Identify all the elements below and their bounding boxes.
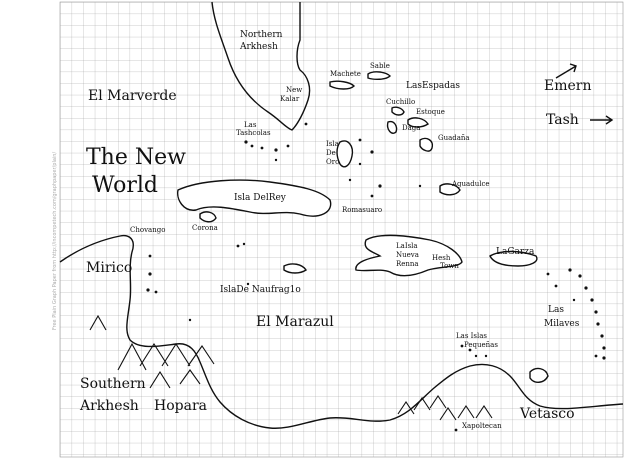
label-isla-de-oro-3: Oro — [326, 158, 339, 166]
label-isla-de-oro-1: Isla — [326, 140, 339, 148]
label-estoque: Estoque — [416, 108, 445, 116]
estoque-island — [407, 117, 429, 128]
northern-arkhesh-land — [211, 1, 311, 131]
mountains-southwest — [89, 314, 215, 389]
label-el-marazul: El Marazul — [256, 314, 334, 330]
label-isla-del-rey: Isla DelRey — [234, 193, 287, 203]
label-cuchillo: Cuchillo — [386, 98, 415, 106]
label-aguadulce: Aguadulce — [451, 180, 490, 188]
label-northern-arkhesh-1: Northern — [240, 30, 283, 40]
label-new-kalar-1: New — [286, 86, 302, 94]
watermark-text: Free Plain Graph Paper from http://incom… — [52, 152, 58, 330]
label-the-new-world-2: World — [92, 173, 158, 198]
label-el-marverde: El Marverde — [88, 88, 177, 104]
compass-arrows — [555, 63, 614, 125]
mirico-coast — [59, 234, 624, 429]
isla-de-naufragio-island — [283, 263, 307, 274]
guadana-island — [419, 137, 434, 152]
las-islas-pequenas-island — [529, 367, 549, 383]
machete-island — [329, 80, 355, 90]
label-new-kalar-2: Kalar — [280, 95, 300, 103]
la-garza-island — [489, 250, 538, 267]
cuchillo-island — [391, 106, 405, 116]
label-daga: Daga — [402, 124, 420, 132]
label-las-tashcolas-2: Tashcolas — [236, 129, 271, 137]
label-la-isla-2: Nueva — [396, 251, 419, 259]
label-las-tashcolas-1: Las — [244, 121, 257, 129]
mountains-southeast — [397, 395, 493, 421]
label-isla-de-naufragio: IslaDe Naufrag1o — [220, 285, 301, 295]
label-la-garza: LaGarza — [496, 247, 535, 257]
label-romasuaro: Romasuaro — [342, 206, 382, 214]
sable-island — [367, 71, 391, 81]
aguadulce-island — [439, 183, 461, 196]
label-guadana: Guadaña — [438, 134, 470, 142]
label-southern-arkhesh-2: Arkhesh — [79, 398, 139, 414]
label-machete: Machete — [330, 70, 361, 78]
la-isla-nueva-renna-island — [355, 234, 463, 277]
label-sable: Sable — [370, 62, 390, 70]
label-la-isla-1: LaIsla — [396, 242, 418, 250]
label-hesh-town-2: Town — [440, 262, 459, 270]
label-mirico: Mirico — [86, 260, 132, 276]
label-vetasco: Vetasco — [519, 406, 575, 422]
daga-island — [386, 120, 398, 134]
corona-island — [199, 211, 217, 223]
label-isla-de-oro-2: De — [326, 149, 336, 157]
label-southern-arkhesh-1: Southern — [80, 376, 146, 392]
label-hopara: Hopara — [154, 398, 207, 414]
label-chovango: Chovango — [130, 226, 165, 234]
label-hesh-town-1: Hesh — [432, 254, 451, 262]
label-las-milaves-1: Las — [548, 305, 564, 315]
label-la-isla-3: Renna — [396, 260, 419, 268]
label-tash: Tash — [546, 112, 579, 128]
label-las-islas-pequenas-1: Las Islas — [456, 332, 487, 340]
islets — [146, 122, 606, 432]
label-emern: Emern — [544, 78, 592, 94]
label-las-espadas: LasEspadas — [406, 81, 460, 91]
label-corona: Corona — [192, 224, 218, 232]
label-las-islas-pequenas-2: Pequeñas — [464, 341, 498, 349]
label-xapoltecan: Xapoltecan — [462, 422, 502, 430]
isla-del-rey-island — [177, 179, 332, 217]
label-the-new-world-1: The New — [86, 145, 186, 170]
label-las-milaves-2: Milaves — [544, 319, 580, 329]
isla-de-oro-island — [336, 140, 354, 168]
label-northern-arkhesh-2: Arkhesh — [239, 42, 278, 52]
